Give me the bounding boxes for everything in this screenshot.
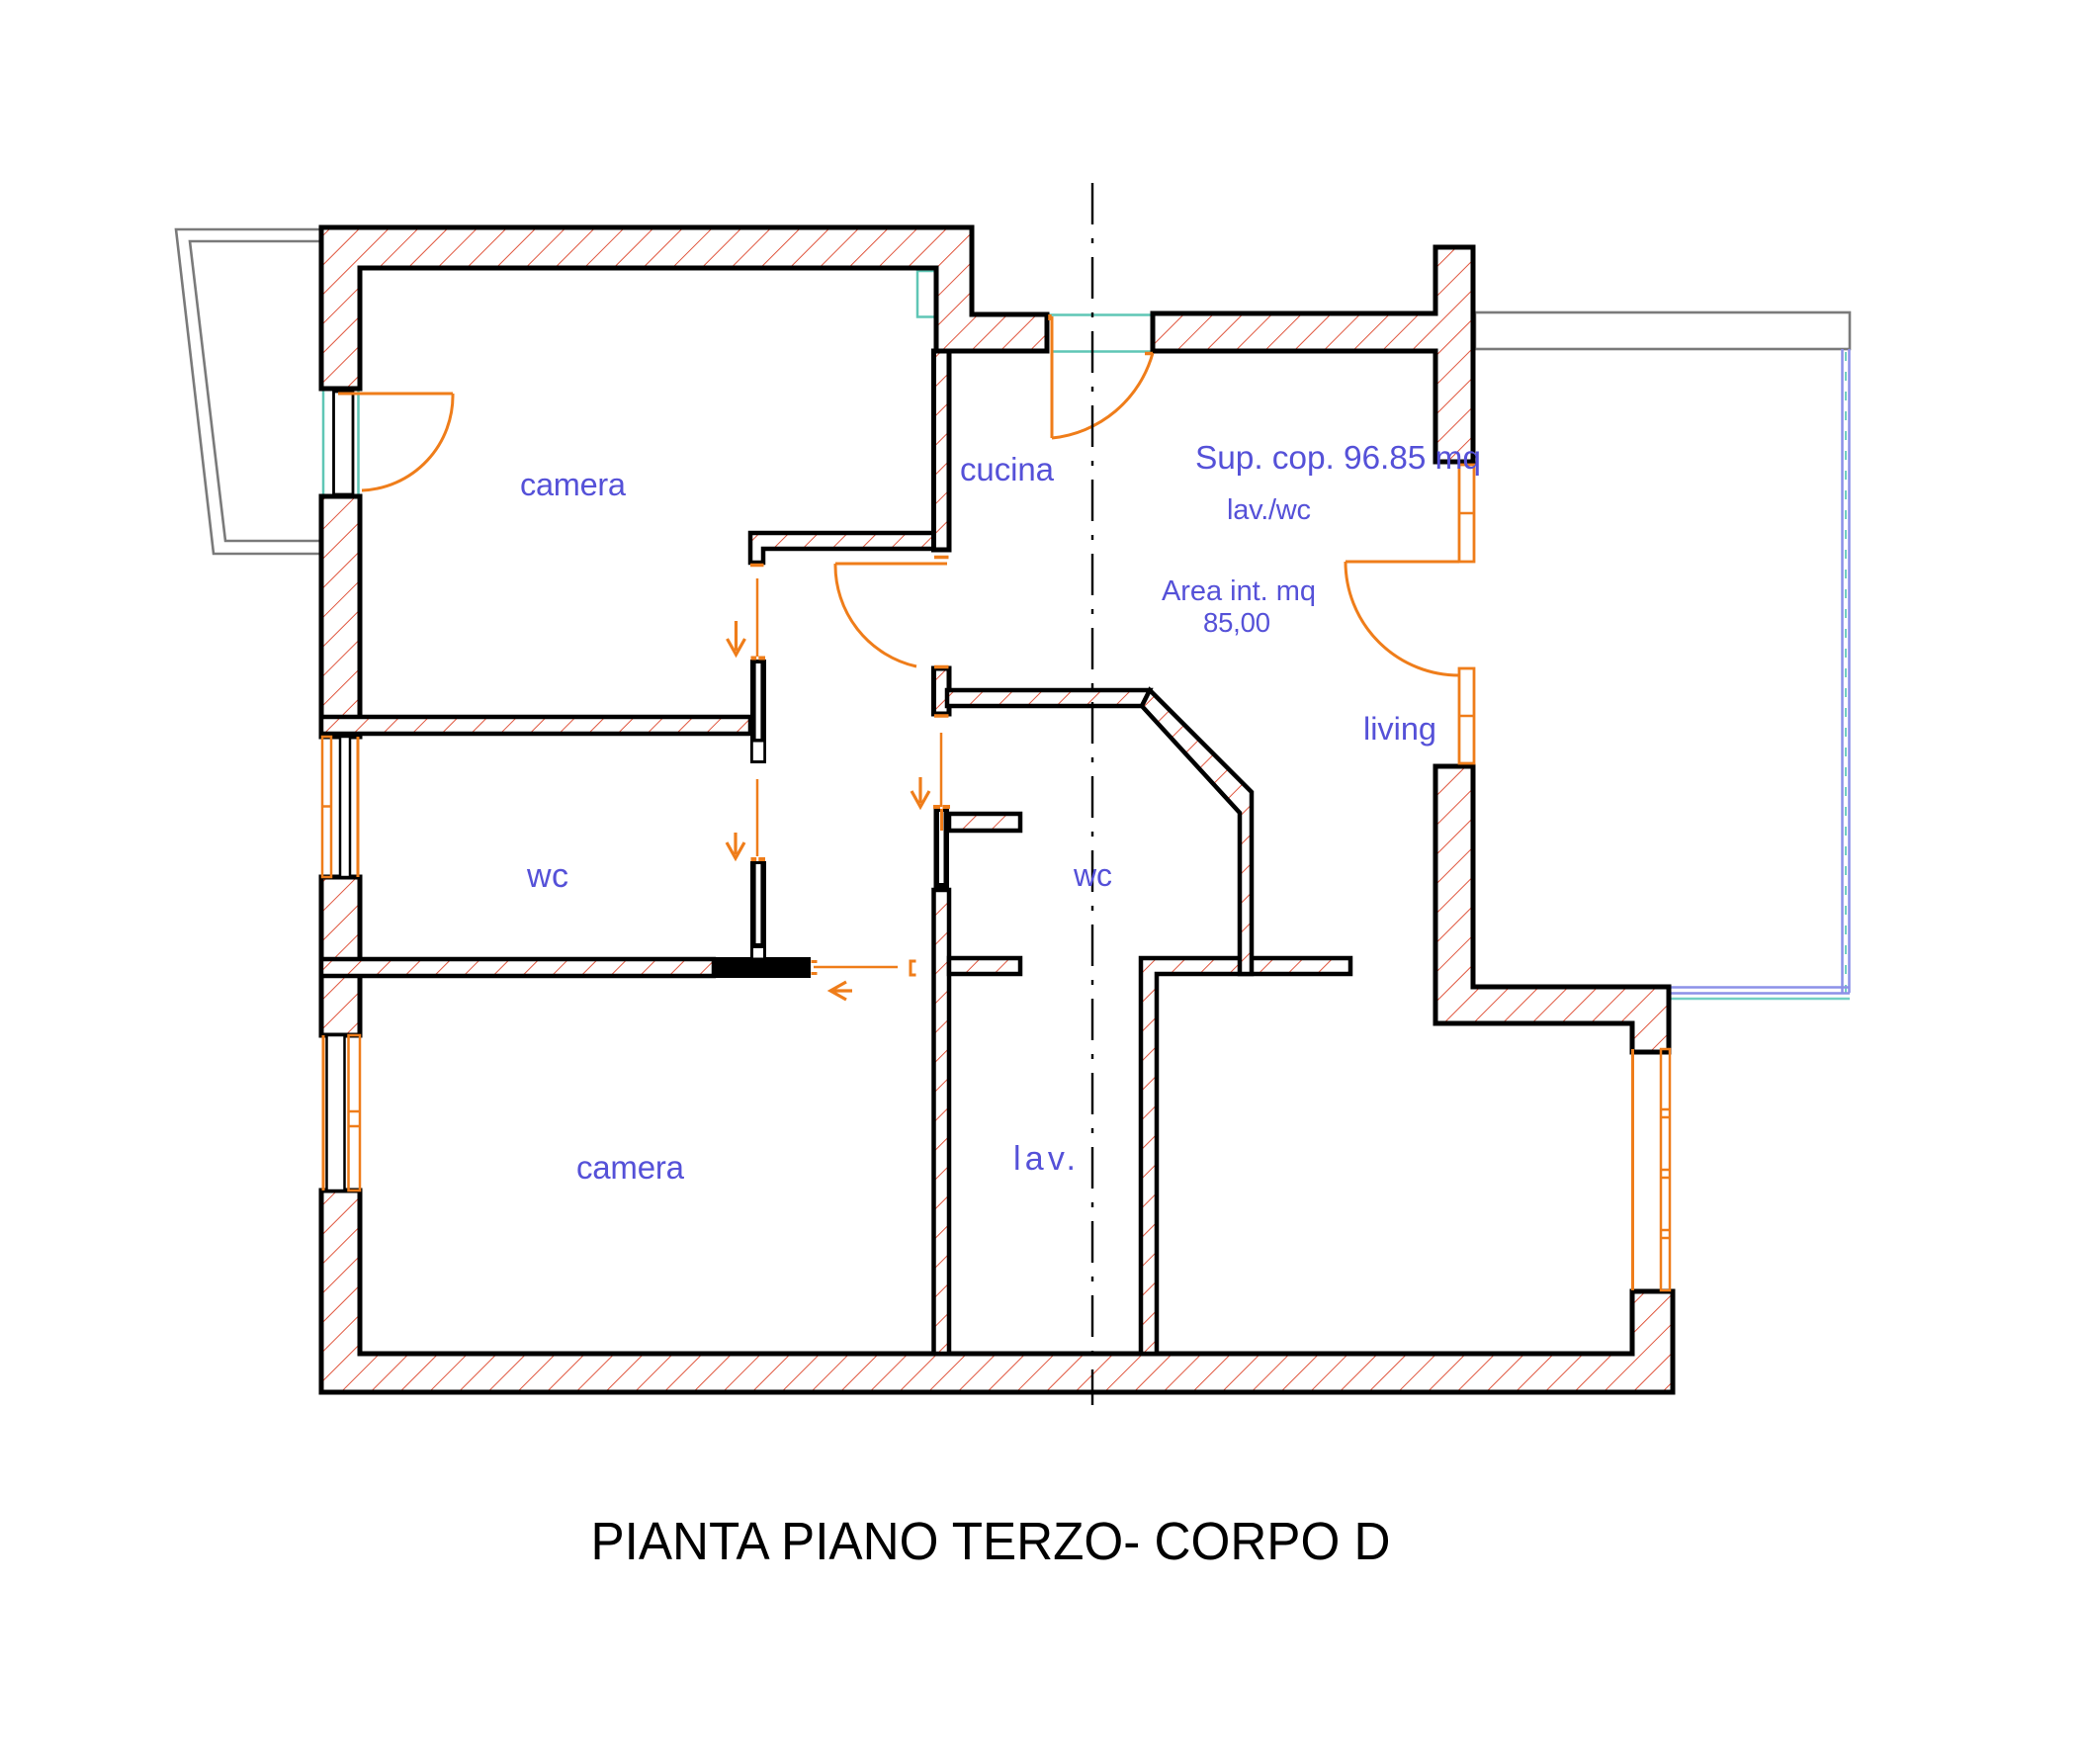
svg-text:camera: camera: [576, 1149, 685, 1186]
svg-text:cucina: cucina: [960, 451, 1055, 487]
svg-text:wc: wc: [526, 857, 568, 895]
svg-text:PIANTA PIANO TERZO- CORPO D: PIANTA PIANO TERZO- CORPO D: [591, 1512, 1391, 1571]
svg-text:lav./wc: lav./wc: [1227, 494, 1311, 526]
svg-text:camera: camera: [520, 467, 627, 502]
svg-text:living: living: [1363, 711, 1436, 747]
svg-text:Sup. cop. 96.85 mq: Sup. cop. 96.85 mq: [1195, 440, 1481, 477]
svg-text:wc: wc: [1073, 857, 1112, 893]
svg-text:85,00: 85,00: [1203, 607, 1270, 638]
svg-text:Area int. mq: Area int. mq: [1162, 575, 1316, 607]
